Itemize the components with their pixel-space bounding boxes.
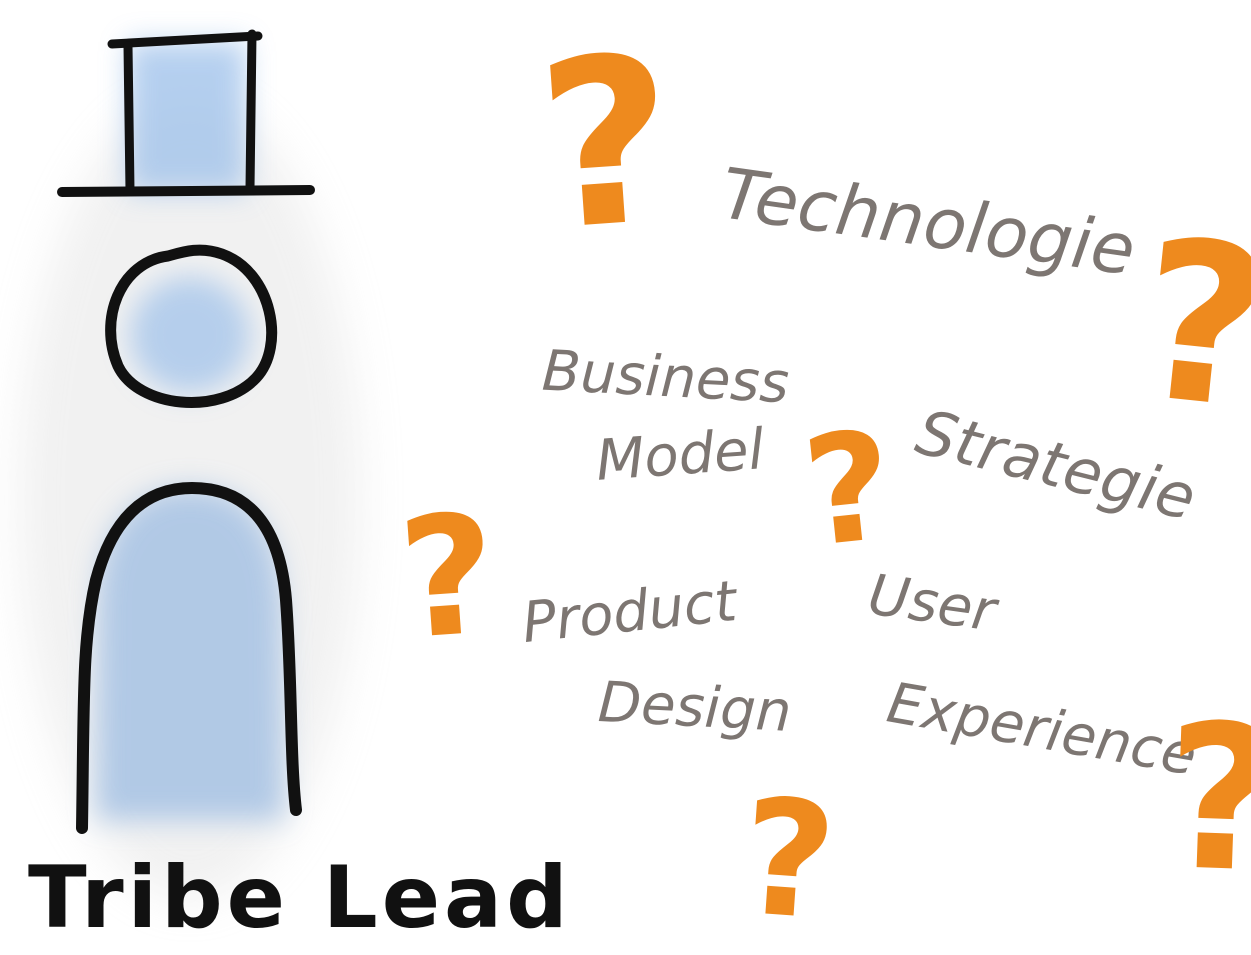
question-mark-icon: ? xyxy=(530,6,683,283)
question-mark-icon: ? xyxy=(796,398,901,582)
topic-business-line1: Business xyxy=(540,338,791,417)
tribe-lead-figure xyxy=(20,29,360,900)
topic-business-line2: Model xyxy=(593,417,767,494)
question-mark-icon: ? xyxy=(1126,191,1251,459)
question-mark-icon: ? xyxy=(1160,681,1251,918)
caption-tribe-lead: Tribe Lead xyxy=(28,848,572,948)
head xyxy=(105,244,278,408)
body xyxy=(76,481,302,834)
topic-ux-line2: Experience xyxy=(882,670,1202,789)
question-mark-icon: ? xyxy=(393,477,503,677)
topic-ux-line1: User xyxy=(864,562,1000,645)
question-mark-icon: ? xyxy=(735,762,842,955)
topic-product-line2: Design xyxy=(596,669,793,746)
top-hat xyxy=(57,29,315,197)
topic-technology: Technologie xyxy=(716,152,1141,292)
topic-product-line1: Product xyxy=(519,568,740,657)
